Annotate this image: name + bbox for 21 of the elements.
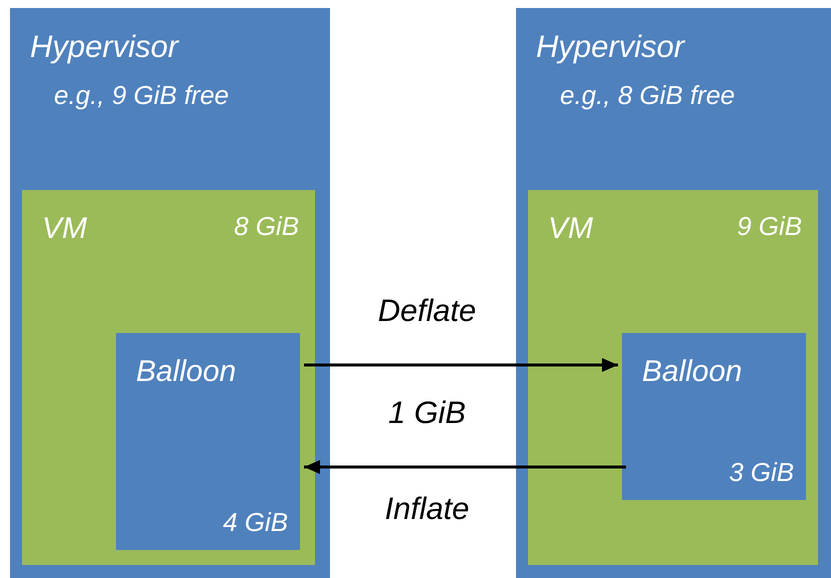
- balloon-box: [116, 333, 300, 550]
- vm-box: [22, 190, 315, 565]
- hypervisor-panel: [10, 8, 330, 578]
- free-memory-text: e.g., 8 GiB free: [560, 78, 735, 112]
- arrow: [304, 358, 618, 372]
- memory-size: 8 GiB: [234, 210, 299, 242]
- arrow: [304, 460, 626, 474]
- memory-size: 9 GiB: [736, 210, 802, 242]
- balloon-box: [622, 333, 806, 500]
- heading: Hypervisor: [536, 28, 684, 66]
- heading: Hypervisor: [30, 28, 178, 66]
- transfer-amount: 1 GiB: [388, 394, 466, 432]
- heading: VM: [548, 211, 593, 247]
- hypervisor-panel: [516, 8, 831, 578]
- memory-size: 3 GiB: [728, 456, 794, 488]
- free-memory-text: e.g., 9 GiB free: [54, 78, 229, 112]
- heading: Balloon: [642, 354, 742, 390]
- memory-size: 4 GiB: [222, 506, 288, 538]
- heading: VM: [42, 211, 87, 247]
- vm-box: [528, 190, 818, 565]
- heading: Balloon: [136, 354, 236, 390]
